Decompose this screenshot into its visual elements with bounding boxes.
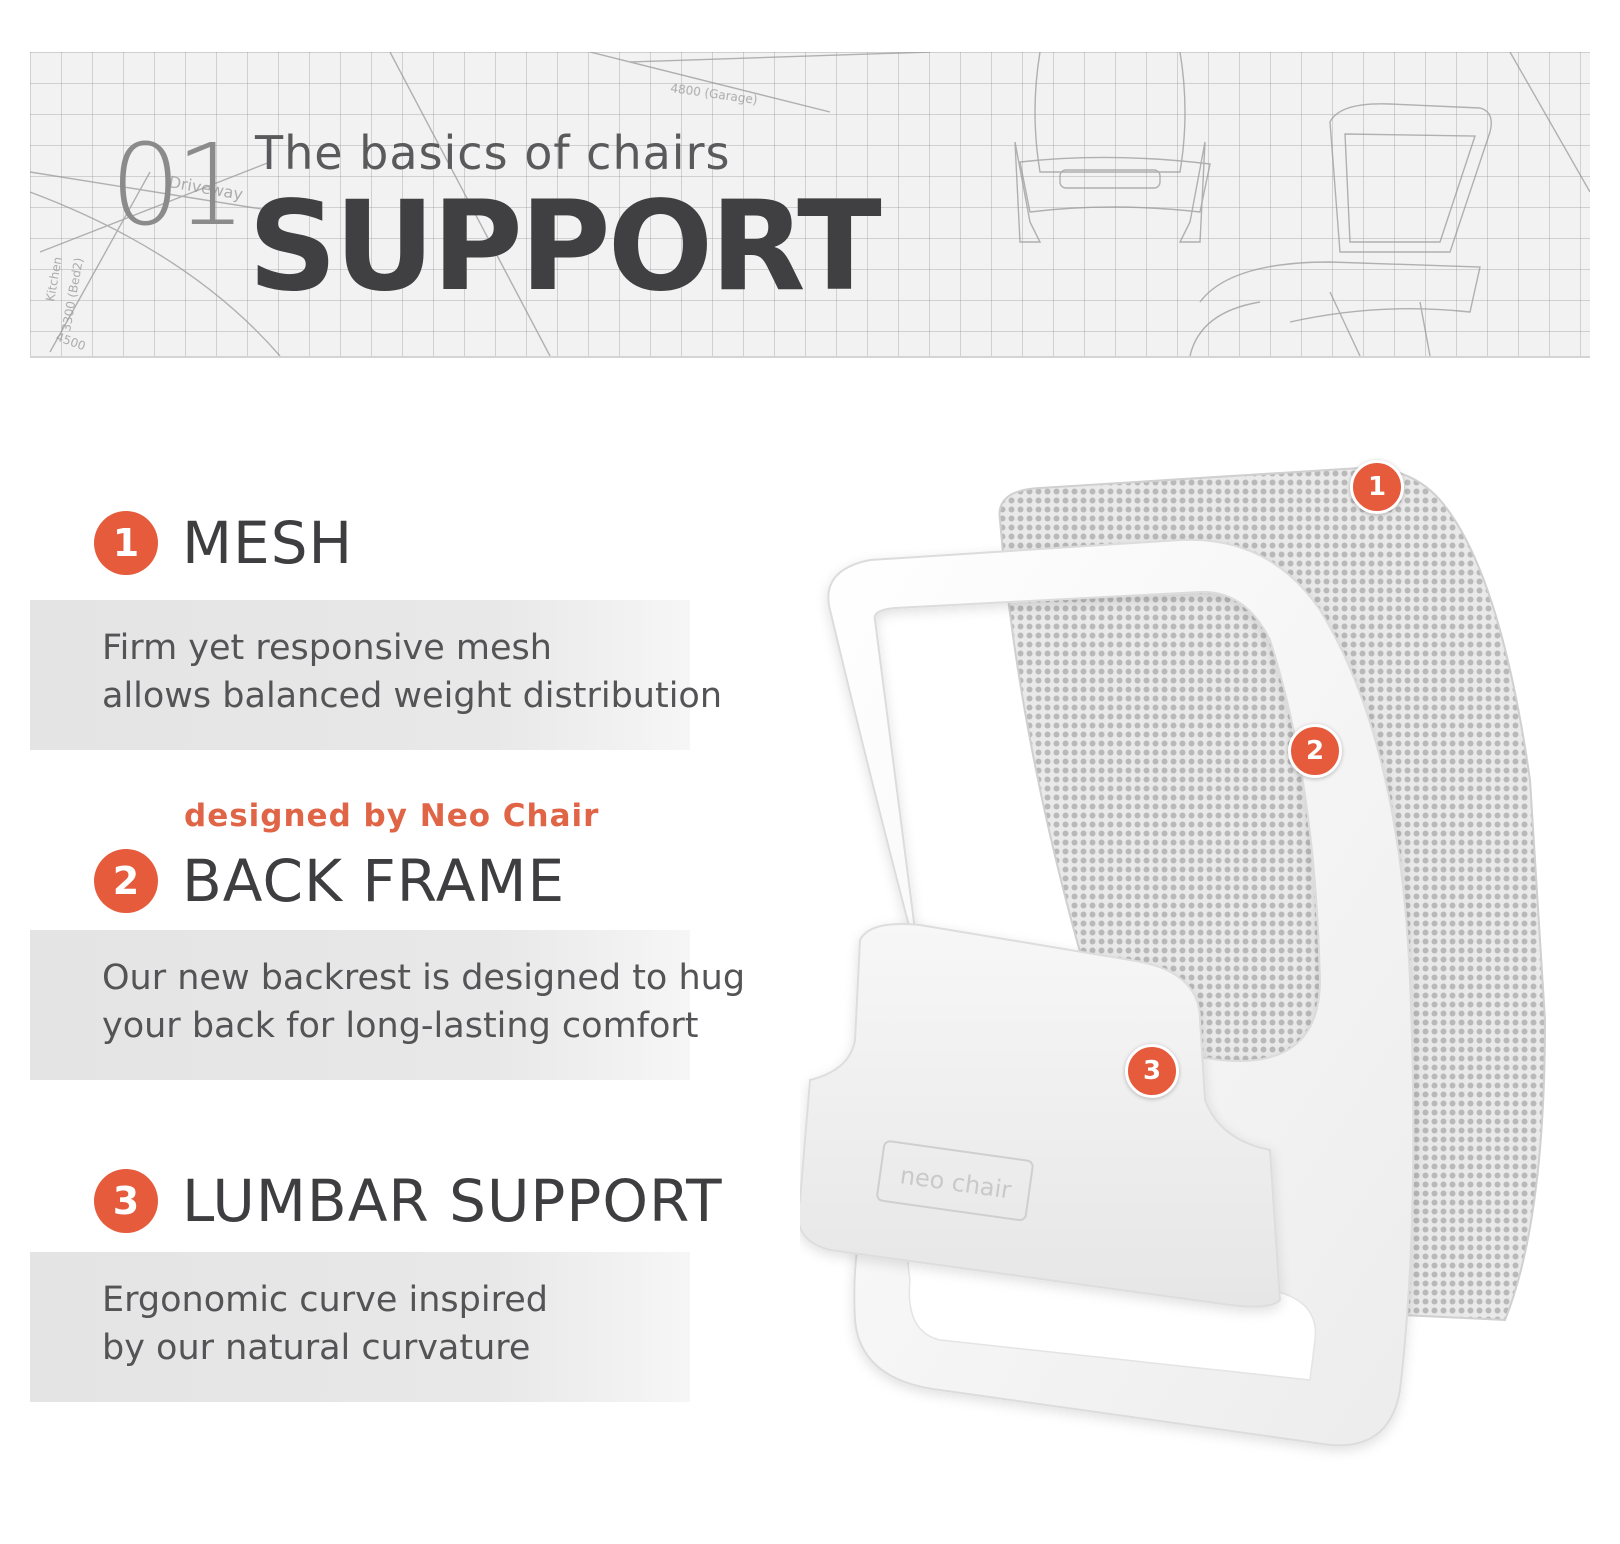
header-banner: Driveway Kitchen 3300 (Bed2) 4500 4800 (… xyxy=(30,52,1590,358)
lumbar-support xyxy=(797,923,1282,1308)
section-number: 01 xyxy=(110,121,246,251)
feature-heading-back-frame: 2 BACK FRAME xyxy=(94,846,565,916)
feature-description-box-lumbar-support: Ergonomic curve inspired by our natural … xyxy=(30,1252,690,1402)
number-badge-1: 1 xyxy=(94,511,158,575)
feature-title-mesh: MESH xyxy=(182,509,354,577)
number-badge-2: 2 xyxy=(94,849,158,913)
feature-description-box-mesh: Firm yet responsive mesh allows balanced… xyxy=(30,600,722,750)
description-line: allows balanced weight distribution xyxy=(102,676,723,716)
feature-description-mesh: Firm yet responsive mesh allows balanced… xyxy=(102,624,842,720)
section-subtitle: The basics of chairs xyxy=(255,126,731,180)
description-line: Ergonomic curve inspired xyxy=(102,1280,548,1320)
description-line: Our new backrest is designed to hug xyxy=(102,958,746,998)
chair-backrest-image: neo chair xyxy=(797,466,1547,1447)
feature-description-back-frame: Our new backrest is designed to hug your… xyxy=(102,954,842,1050)
number-badge-3: 3 xyxy=(94,1169,158,1233)
callout-pin-1: 1 xyxy=(1350,460,1404,514)
feature-heading-mesh: 1 MESH xyxy=(94,508,353,578)
section-title: SUPPORT xyxy=(248,175,882,319)
sketch-label-kitchen: Kitchen xyxy=(43,256,65,303)
feature-description-lumbar-support: Ergonomic curve inspired by our natural … xyxy=(102,1276,842,1372)
feature-title-lumbar-support: LUMBAR SUPPORT xyxy=(182,1167,723,1235)
feature-heading-lumbar-support: 3 LUMBAR SUPPORT xyxy=(94,1166,723,1236)
designer-tagline: designed by Neo Chair xyxy=(184,798,600,834)
chair-backrest-illustration: neo chair 1 2 3 xyxy=(797,460,1600,1510)
blueprint-sketch: Driveway Kitchen 3300 (Bed2) 4500 4800 (… xyxy=(30,52,1590,356)
sketch-label-4500: 4500 xyxy=(54,330,87,354)
callout-pin-2: 2 xyxy=(1288,724,1342,778)
callout-pin-3: 3 xyxy=(1125,1044,1179,1098)
description-line: your back for long-lasting comfort xyxy=(102,1006,699,1046)
sketch-label-garage: 4800 (Garage) xyxy=(670,81,759,107)
feature-title-back-frame: BACK FRAME xyxy=(182,847,566,915)
feature-description-box-back-frame: Our new backrest is designed to hug your… xyxy=(30,930,745,1080)
description-line: by our natural curvature xyxy=(102,1328,531,1368)
description-line: Firm yet responsive mesh xyxy=(102,628,552,668)
